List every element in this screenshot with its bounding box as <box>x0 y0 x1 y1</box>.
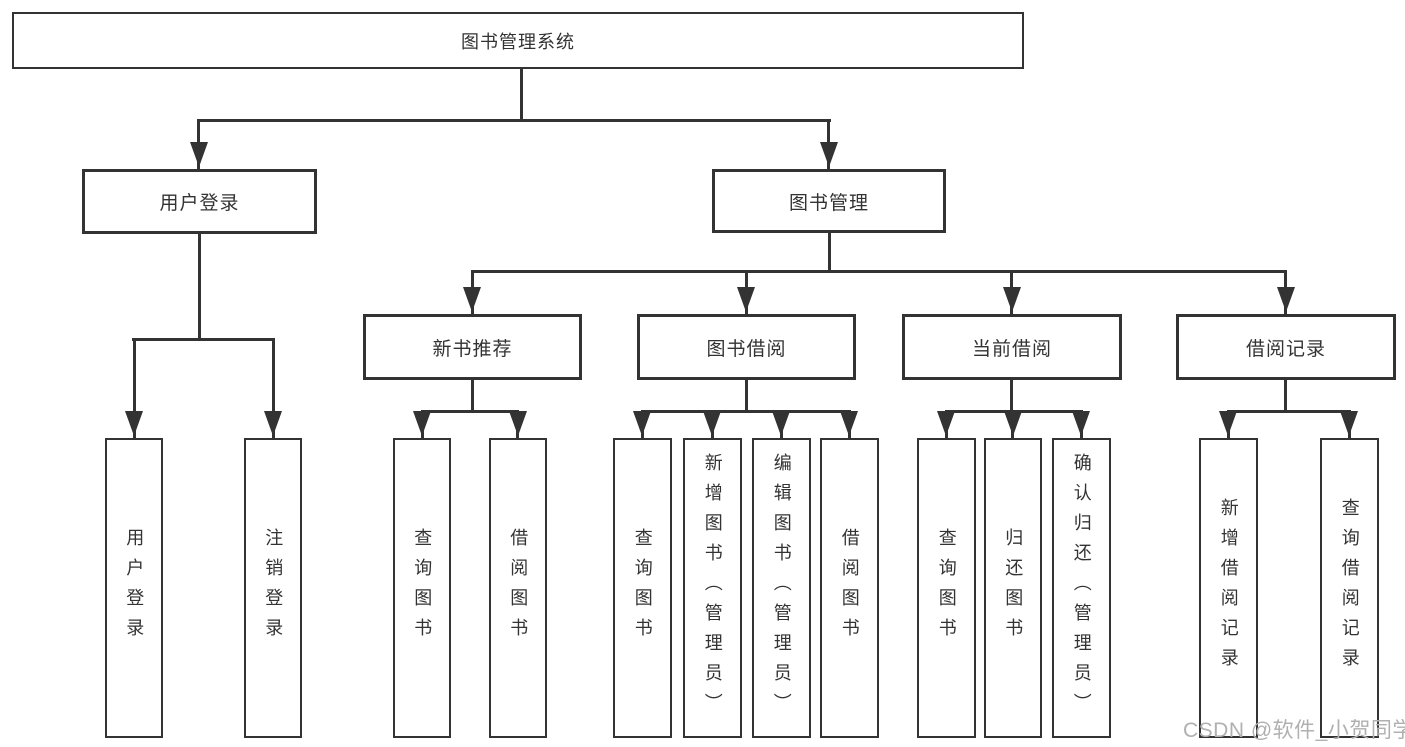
connector-line <box>132 338 274 341</box>
arrow-down-icon <box>1340 411 1358 436</box>
node-label: 查询图书 <box>936 528 957 648</box>
node-label: 借阅图书 <box>839 528 860 648</box>
node-label: 借阅记录 <box>1245 338 1326 360</box>
leaf-edit-books-admin: 编辑图书（管理员） <box>752 438 811 738</box>
connector-line <box>745 380 748 410</box>
node-book-management: 图书管理 <box>712 169 946 233</box>
node-label: 查询图书 <box>632 528 653 648</box>
leaf-user-login: 用户登录 <box>105 438 163 738</box>
leaf-return-books: 归还图书 <box>984 438 1042 738</box>
leaf-add-books-admin: 新增图书（管理员） <box>683 438 742 738</box>
leaf-query-books-recommend: 查询图书 <box>393 438 451 738</box>
arrow-down-icon <box>633 411 651 436</box>
node-label: 图书管理 <box>788 192 869 214</box>
arrow-down-icon <box>509 411 527 436</box>
arrow-down-icon <box>413 411 431 436</box>
node-borrowing-records: 借阅记录 <box>1176 314 1396 380</box>
leaf-confirm-return-admin: 确认归还（管理员） <box>1052 438 1111 738</box>
arrow-down-icon <box>840 411 858 436</box>
node-label: 当前借阅 <box>971 338 1052 360</box>
node-label: 新增图书（管理员） <box>702 453 723 723</box>
leaf-borrow-books: 借阅图书 <box>820 438 879 738</box>
node-label: 用户登录 <box>159 193 240 214</box>
leaf-add-borrow-record: 新增借阅记录 <box>1199 438 1258 738</box>
node-book-borrowing: 图书借阅 <box>637 314 856 380</box>
arrow-down-icon <box>125 411 143 436</box>
connector-line <box>197 119 831 122</box>
arrow-down-icon <box>1219 411 1237 436</box>
arrow-down-icon <box>264 411 282 436</box>
node-label: 查询图书 <box>412 528 433 648</box>
connector-line <box>1227 410 1350 413</box>
leaf-logout: 注销登录 <box>244 438 302 738</box>
node-label: 编辑图书（管理员） <box>771 453 792 723</box>
arrow-down-icon <box>703 411 721 436</box>
connector-line <box>1284 380 1287 410</box>
node-label: 注销登录 <box>263 528 284 648</box>
node-label: 查询借阅记录 <box>1339 498 1360 678</box>
arrow-down-icon <box>190 142 208 167</box>
node-label: 借阅图书 <box>508 528 529 648</box>
node-new-book-recommend: 新书推荐 <box>363 314 582 380</box>
leaf-borrow-books-recommend: 借阅图书 <box>489 438 547 738</box>
csdn-watermark: CSDN @软件_小贺同学 <box>1183 719 1405 742</box>
node-label: 新书推荐 <box>432 338 513 360</box>
leaf-query-books-current: 查询图书 <box>917 438 976 738</box>
arrow-down-icon <box>1072 411 1090 436</box>
arrow-down-icon <box>772 411 790 436</box>
leaf-query-books-borrowing: 查询图书 <box>613 438 672 738</box>
connector-line <box>471 270 1287 273</box>
leaf-query-borrow-record: 查询借阅记录 <box>1320 438 1379 738</box>
arrow-down-icon <box>1004 411 1022 436</box>
connector-line <box>272 338 275 438</box>
node-label: 图书借阅 <box>706 338 787 360</box>
node-label: 图书管理系统 <box>461 31 575 52</box>
node-library-management-system: 图书管理系统 <box>12 12 1024 69</box>
arrow-down-icon <box>937 411 955 436</box>
node-label: 用户登录 <box>124 528 145 648</box>
connector-line <box>421 410 519 413</box>
node-label: 新增借阅记录 <box>1218 498 1239 678</box>
connector-line <box>198 234 201 338</box>
connector-line <box>641 410 850 413</box>
node-label: 确认归还（管理员） <box>1071 453 1092 723</box>
node-label: 归还图书 <box>1003 528 1024 648</box>
arrow-down-icon <box>1277 287 1295 312</box>
arrow-down-icon <box>737 287 755 312</box>
connector-line <box>828 233 831 273</box>
arrow-down-icon <box>463 287 481 312</box>
node-current-borrowing: 当前借阅 <box>902 314 1122 380</box>
connector-line <box>133 338 136 438</box>
node-user-login: 用户登录 <box>82 169 317 234</box>
arrow-down-icon <box>1003 287 1021 312</box>
arrow-down-icon <box>820 142 838 167</box>
connector-line <box>520 69 523 119</box>
connector-line <box>471 380 474 410</box>
connector-line <box>1010 380 1013 410</box>
